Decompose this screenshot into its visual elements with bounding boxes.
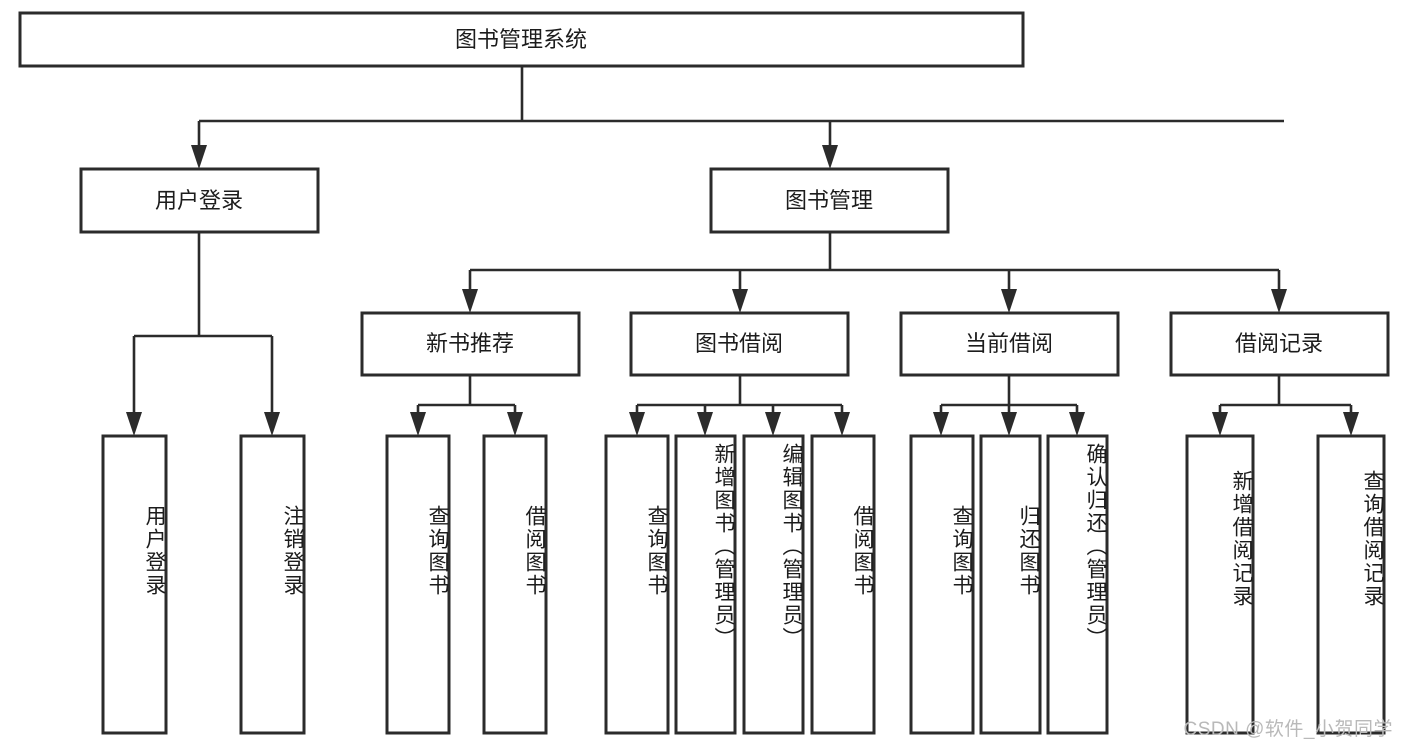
connector-userlogin-to-leaves xyxy=(126,232,280,436)
node-leaf-borrow-book-1[interactable] xyxy=(482,434,548,735)
node-leaf-edit-book[interactable] xyxy=(742,434,805,735)
connector-newbook-to-leaves xyxy=(410,375,523,436)
node-current-borrow-label: 当前借阅 xyxy=(965,331,1053,356)
node-borrow-record-label: 借阅记录 xyxy=(1235,331,1323,356)
node-user-login[interactable] xyxy=(79,167,320,234)
node-leaf-logout[interactable] xyxy=(239,434,306,735)
node-new-book-recommend[interactable] xyxy=(360,311,581,377)
connector-bookborrow-to-leaves xyxy=(629,375,850,436)
node-leaf-query-book-2[interactable] xyxy=(604,434,670,735)
node-leaf-user-login[interactable] xyxy=(101,434,168,735)
node-leaf-add-record[interactable] xyxy=(1185,434,1255,735)
node-leaf-query-book-3[interactable] xyxy=(909,434,975,735)
node-book-manage-label: 图书管理 xyxy=(785,188,873,213)
node-book-borrow[interactable] xyxy=(629,311,850,377)
watermark-text: CSDN @软件_小贺同学 xyxy=(1183,719,1393,740)
node-leaf-query-book-1[interactable] xyxy=(385,434,451,735)
node-root[interactable] xyxy=(18,11,1025,68)
node-user-login-label: 用户登录 xyxy=(155,188,243,213)
connector-bookmanage-to-level3 xyxy=(462,232,1287,313)
node-book-manage[interactable] xyxy=(709,167,950,234)
node-leaf-query-record[interactable] xyxy=(1316,434,1386,735)
node-root-label: 图书管理系统 xyxy=(455,27,587,52)
node-leaf-return-book[interactable] xyxy=(979,434,1042,735)
node-leaf-borrow-book-2[interactable] xyxy=(810,434,876,735)
connector-borrowrecord-to-leaves xyxy=(1212,375,1359,436)
node-leaf-confirm-return[interactable] xyxy=(1046,434,1109,735)
node-new-book-recommend-label: 新书推荐 xyxy=(426,331,514,356)
node-leaf-add-book[interactable] xyxy=(674,434,737,735)
node-book-borrow-label: 图书借阅 xyxy=(695,331,783,356)
node-borrow-record[interactable] xyxy=(1169,311,1390,377)
node-current-borrow[interactable] xyxy=(899,311,1120,377)
connector-root-to-level2 xyxy=(191,66,1284,169)
connector-currentborrow-to-leaves xyxy=(933,375,1085,436)
